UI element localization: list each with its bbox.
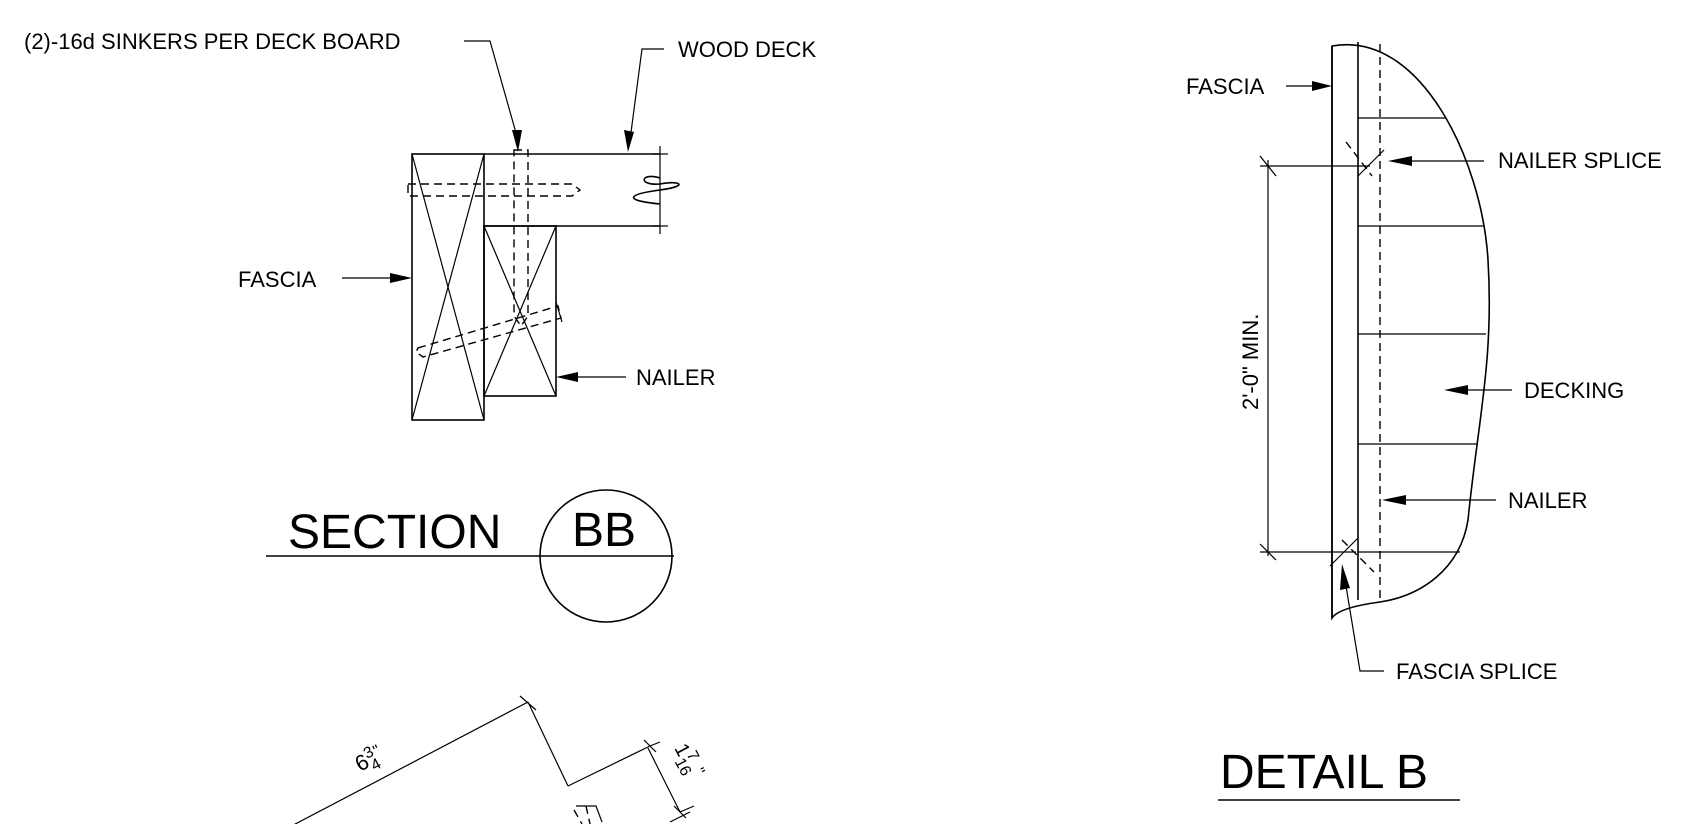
section-bb-drawing: (2)-16d SINKERS PER DECK BOARD WOOD DECK… (24, 29, 816, 421)
toe-nail (415, 305, 562, 358)
detail-boundary (1331, 43, 1491, 621)
width-dimension: 1716" (665, 738, 709, 784)
deck-board (484, 153, 660, 227)
fascia-label: FASCIA (238, 267, 317, 292)
sinkers-label: (2)-16d SINKERS PER DECK BOARD (24, 29, 401, 54)
detail-nailer-label: NAILER (1508, 488, 1587, 513)
horizontal-sinker-nail (407, 183, 582, 197)
fascia-splice-label: FASCIA SPLICE (1396, 659, 1557, 684)
nailer-splice-label: NAILER SPLICE (1498, 148, 1662, 173)
decking-label: DECKING (1524, 378, 1624, 403)
dimension-label: 2'-0" MIN. (1238, 314, 1263, 410)
section-title-word: SECTION (288, 506, 501, 559)
detail-title: DETAIL B (1220, 746, 1428, 799)
section-title: SECTION BB (266, 489, 674, 623)
wood-deck-label: WOOD DECK (678, 37, 816, 62)
bottom-partial-view: 634" 1716" (293, 695, 709, 824)
detail-b-drawing: 2'-0" MIN. FASCIA NAILER SPLICE DECKING … (1186, 42, 1662, 801)
nailer-label: NAILER (636, 365, 715, 390)
vertical-sinker-nail (513, 149, 529, 328)
section-tag-circle (539, 489, 673, 623)
fascia-strip (1331, 42, 1359, 618)
detail-fascia-label: FASCIA (1186, 74, 1265, 99)
break-line (632, 175, 680, 205)
length-dimension: 634" (350, 740, 389, 780)
section-tag: BB (572, 504, 636, 557)
